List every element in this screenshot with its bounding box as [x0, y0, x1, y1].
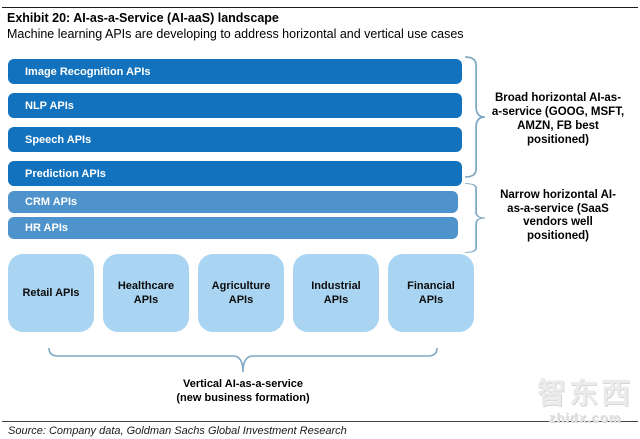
bar-label: Image Recognition APIs: [25, 65, 151, 78]
box-financial-apis: Financial APIs: [388, 254, 474, 332]
annotation-broad-horizontal: Broad horizontal AI-as- a-service (GOOG,…: [478, 91, 638, 147]
box-label: Industrial APIs: [311, 280, 361, 306]
exhibit-subtitle: Machine learning APIs are developing to …: [7, 27, 464, 41]
source-note: Source: Company data, Goldman Sachs Glob…: [8, 425, 347, 437]
bar-hr-apis: HR APIs: [8, 217, 458, 239]
box-healthcare-apis: Healthcare APIs: [103, 254, 189, 332]
box-label: Retail APIs: [22, 287, 80, 299]
bar-prediction-apis: Prediction APIs: [8, 161, 462, 186]
brace-broad-horizontal-icon: [464, 56, 486, 178]
box-agriculture-apis: Agriculture APIs: [198, 254, 284, 332]
annotation-narrow-horizontal: Narrow horizontal AI- as-a-service (SaaS…: [478, 189, 638, 243]
bottom-rule: [2, 421, 638, 422]
annotation-line: a-service (GOOG, MSFT,: [491, 106, 625, 118]
annotation-line: vendors well: [523, 216, 593, 228]
annotation-line: AMZN, FB best: [517, 120, 599, 132]
annotation-line: as-a-service (SaaS: [507, 202, 609, 215]
box-label: Healthcare APIs: [117, 280, 175, 306]
bar-label: Speech APIs: [25, 133, 92, 146]
zhidx-watermark: 智东西 zhidx.com: [533, 378, 637, 425]
annotation-line: Narrow horizontal AI-: [500, 189, 616, 201]
annotation-line: (new business formation): [176, 392, 310, 404]
brace-narrow-horizontal-icon: [464, 183, 486, 253]
annotation-line: Vertical AI-as-a-service: [182, 378, 304, 390]
box-industrial-apis: Industrial APIs: [293, 254, 379, 332]
annotation-line: positioned): [527, 134, 589, 146]
bar-label: Prediction APIs: [25, 167, 106, 180]
annotation-line: Broad horizontal AI-as-: [494, 92, 622, 104]
box-label: Agriculture APIs: [211, 280, 271, 306]
bar-label: HR APIs: [25, 222, 68, 234]
box-retail-apis: Retail APIs: [8, 254, 94, 332]
box-label: Financial APIs: [407, 280, 455, 306]
annotation-line: positioned): [527, 229, 589, 242]
bar-nlp-apis: NLP APIs: [8, 93, 462, 118]
exhibit-title: Exhibit 20: AI-as-a-Service (AI-aaS) lan…: [7, 11, 279, 25]
brace-vertical-icon: [48, 347, 438, 374]
bar-speech-apis: Speech APIs: [8, 127, 462, 152]
bar-crm-apis: CRM APIs: [8, 191, 458, 213]
zhidx-logo: 智东西: [536, 378, 633, 410]
bar-label: NLP APIs: [25, 99, 74, 112]
zhidx-url: zhidx.com: [548, 410, 622, 425]
top-rule: [2, 7, 638, 8]
bar-label: CRM APIs: [25, 196, 78, 208]
bar-image-recognition-apis: Image Recognition APIs: [8, 59, 462, 84]
annotation-vertical: Vertical AI-as-a-service (new business f…: [123, 377, 363, 405]
